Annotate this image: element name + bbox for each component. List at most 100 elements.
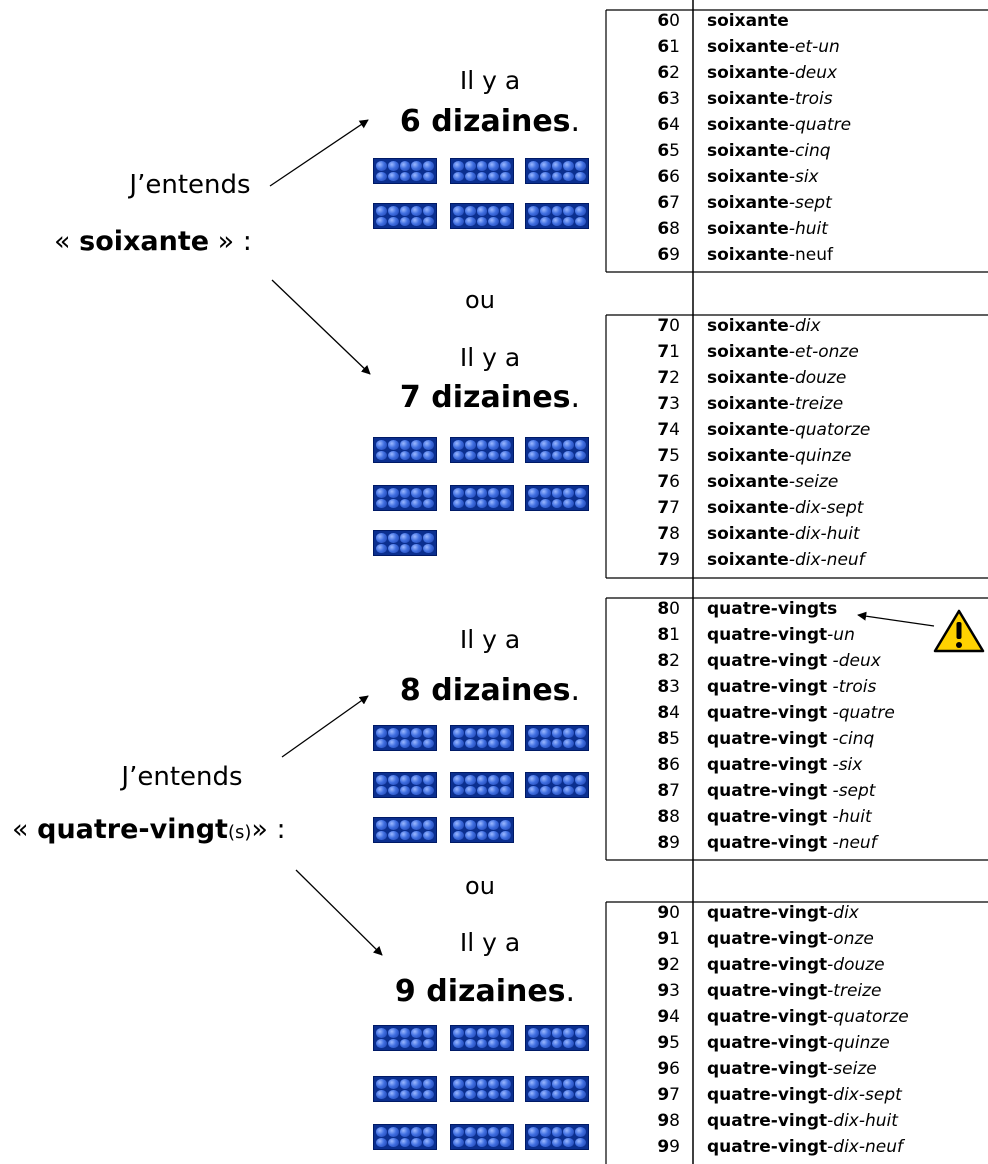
number-cell: 92 — [606, 955, 680, 975]
number-word-cell: quatre-vingts — [707, 599, 837, 619]
ten-frame — [525, 158, 589, 184]
period: . — [570, 380, 581, 415]
number-word-cell: quatre-vingt-quatorze — [707, 1007, 909, 1027]
word-suffix: -dix-huit — [827, 1111, 898, 1131]
tens-digit: 6 — [657, 141, 670, 161]
quote-open: « — [12, 814, 29, 845]
tens-digit: 8 — [657, 729, 670, 749]
dizaines-count: 6 dizaines. — [380, 104, 600, 139]
word-suffix: -deux — [827, 651, 881, 671]
tens-digit: 7 — [657, 420, 670, 440]
word-suffix: -douze — [827, 955, 885, 975]
number-word-cell: soixante-dix-neuf — [707, 550, 865, 570]
number-cell: 96 — [606, 1059, 680, 1079]
tens-digit: 9 — [657, 955, 670, 975]
units-digit: 0 — [669, 599, 680, 619]
word-suffix: -trois — [827, 677, 877, 697]
units-digit: 1 — [669, 342, 680, 362]
table-row: 98 quatre-vingt-dix-huit — [606, 1111, 988, 1137]
number-word-cell: soixante-douze — [707, 368, 846, 388]
tens-digit: 6 — [657, 11, 670, 31]
ou-label: ou — [465, 286, 495, 314]
tens-digit: 7 — [657, 446, 670, 466]
number-word-cell: soixante — [707, 11, 789, 31]
word-base: quatre-vingt — [707, 677, 828, 697]
ten-frame — [373, 485, 437, 511]
word-base: quatre-vingt — [707, 981, 828, 1001]
ten-frame — [525, 437, 589, 463]
table-row: 69 soixante-neuf — [606, 245, 988, 271]
number-cell: 97 — [606, 1085, 680, 1105]
number-word-cell: quatre-vingt -deux — [707, 651, 881, 671]
number-cell: 87 — [606, 781, 680, 801]
number-cell: 69 — [606, 245, 680, 265]
quatre-vingt-heard-label: « quatre-vingt(s)» : — [12, 814, 286, 845]
number-word-cell: quatre-vingt-dix-neuf — [707, 1137, 903, 1157]
number-word-cell: soixante-trois — [707, 89, 833, 109]
ten-frame — [450, 203, 514, 229]
tens-digit: 9 — [657, 1137, 670, 1157]
number-word-cell: soixante-quatre — [707, 115, 851, 135]
word-suffix: -quatre — [788, 115, 852, 135]
word-base: soixante — [707, 245, 789, 265]
word-base: quatre-vingt — [707, 1137, 828, 1157]
number-word-cell: quatre-vingt-dix — [707, 903, 859, 923]
number-cell: 77 — [606, 498, 680, 518]
tens-digit: 8 — [657, 781, 670, 801]
number-cell: 60 — [606, 11, 680, 31]
tens-digit: 8 — [657, 807, 670, 827]
soixante-heard-label: « soixante » : — [54, 226, 252, 257]
ten-frame — [373, 772, 437, 798]
number-word-cell: soixante-et-un — [707, 37, 840, 57]
arrow-quatre-to-9 — [295, 869, 383, 956]
tens-digit: 7 — [657, 550, 670, 570]
number-cell: 70 — [606, 316, 680, 336]
table-row: 90 quatre-vingt-dix — [606, 903, 988, 929]
word-base: quatre-vingt — [707, 703, 828, 723]
word-suffix: -dix-neuf — [827, 1137, 903, 1157]
ou-label: ou — [465, 872, 495, 900]
units-digit: 2 — [669, 63, 680, 83]
number-cell: 90 — [606, 903, 680, 923]
number-word-cell: soixante-six — [707, 167, 819, 187]
ten-frame — [525, 1124, 589, 1150]
j-entends-label-2: J’entends — [121, 762, 243, 792]
tens-digit: 6 — [657, 37, 670, 57]
quote-close: » : — [251, 814, 286, 845]
word-suffix: -huit — [788, 219, 828, 239]
dizaines-count: 8 dizaines. — [380, 673, 600, 708]
number-cell: 98 — [606, 1111, 680, 1131]
tens-digit: 9 — [657, 903, 670, 923]
warning-triangle-icon — [933, 609, 985, 653]
number-cell: 83 — [606, 677, 680, 697]
word-base: soixante — [707, 394, 789, 414]
units-digit: 5 — [669, 1033, 680, 1053]
ten-frame — [373, 1124, 437, 1150]
ten-frame — [373, 817, 437, 843]
units-digit: 9 — [669, 1137, 680, 1157]
units-digit: 7 — [669, 1085, 680, 1105]
word-suffix: -treize — [827, 981, 882, 1001]
number-cell: 81 — [606, 625, 680, 645]
tens-digit: 8 — [657, 651, 670, 671]
number-word-cell: quatre-vingt-douze — [707, 955, 885, 975]
word-suffix: -neuf — [788, 245, 833, 265]
word-base: quatre-vingt — [707, 1111, 828, 1131]
ten-frame — [525, 725, 589, 751]
units-digit: 7 — [669, 193, 680, 213]
dizaines-text: 6 dizaines — [399, 104, 571, 139]
ten-frame — [525, 1025, 589, 1051]
